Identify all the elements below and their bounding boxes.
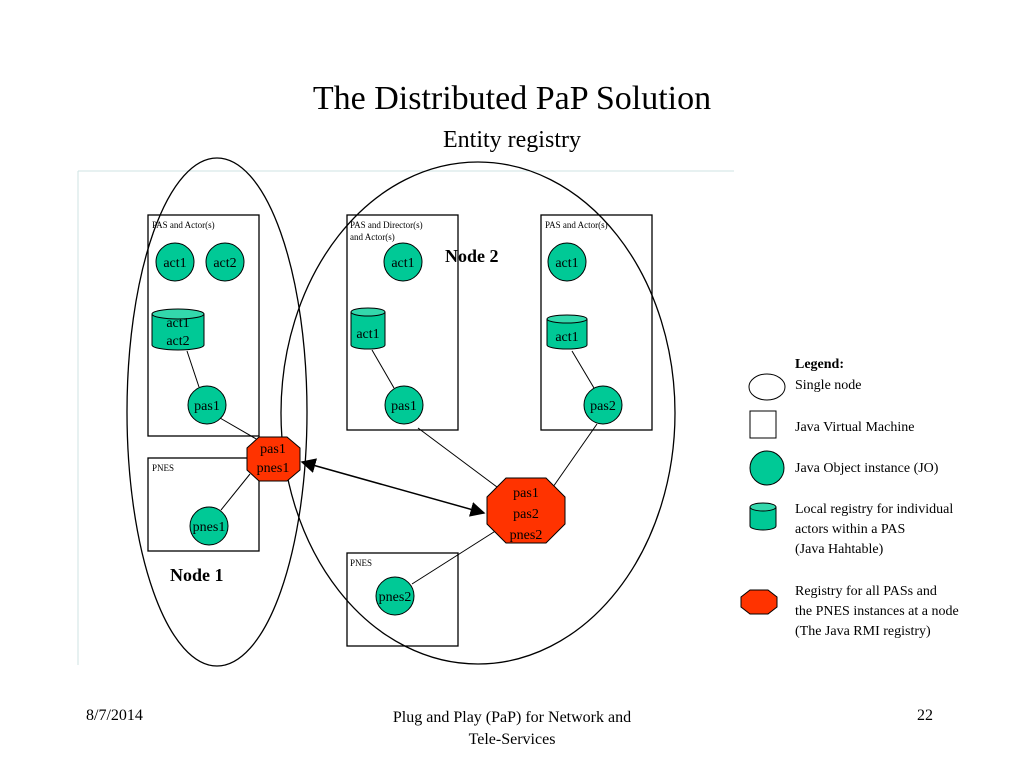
registry-communication-arrow [300,458,486,517]
local-registry-box1 [151,308,205,351]
pnes2-object [375,576,415,616]
legend-jvm: Java Virtual Machine [795,420,915,435]
jvm-box-pas2 [540,214,653,431]
link-pas2-rmi2 [552,423,598,488]
rmi-registry-node2 [486,477,566,544]
legend-local-registry: Local registry for individual actors wit… [795,502,954,557]
link-pas1-rmi1 [219,417,259,441]
box1-header: PAS and Actor(s) [152,220,215,230]
registry2-label: act1 [356,327,379,342]
box2-header-line1: PAS and Director(s) [350,220,423,230]
box3-header: PAS and Actor(s) [545,220,608,230]
act1-label-box3: act1 [555,256,578,271]
pnes1-box-header: PNES [152,463,174,473]
act1-object-box2 [383,242,423,282]
pas1-object-node1 [187,385,227,425]
node1-ellipse [126,157,308,667]
slide-subtitle: Entity registry [443,127,581,153]
legend-node-symbol [748,373,786,401]
jvm-box-pas1-node2 [346,214,459,431]
legend-jo-symbol [749,450,785,486]
act2-label: act2 [213,256,236,271]
legend-rmi-registry: Registry for all PASs and the PNES insta… [795,584,959,639]
legend-rmi-registry-symbol [740,589,778,615]
registry1-line2: act2 [166,334,189,349]
footer-date: 8/7/2014 [86,707,143,724]
node1-label: Node 1 [170,565,224,585]
local-registry-box3 [546,314,588,350]
registry1-line1: act1 [166,316,189,331]
jvm-box-pnes1 [147,457,260,552]
slide-title: The Distributed PaP Solution [312,80,712,117]
act1-label-box2: act1 [391,256,414,271]
rmi2-line1: pas1 [513,486,539,501]
registry3-label: act1 [555,330,578,345]
rmi2-line2: pas2 [513,507,539,522]
act2-object [205,242,245,282]
link-pnes2-rmi2 [411,529,498,585]
legend-title: Legend: [795,357,844,372]
pas1-label-node1: pas1 [194,399,220,414]
legend-jvm-symbol [749,410,777,439]
act1-object-box3 [547,242,587,282]
pnes1-object [189,506,229,546]
jvm-box-pnes2 [346,552,459,647]
link-registry1-pas1 [186,350,200,388]
pas1-label-node2: pas1 [391,399,417,414]
link-pas1-rmi2 [417,427,498,488]
node2-ellipse [280,161,676,665]
pas2-label: pas2 [590,399,616,414]
rmi2-line3: pnes2 [510,528,543,543]
page-number: 22 [917,707,933,724]
legend-local-registry-symbol [749,502,777,531]
link-pnes1-rmi1 [220,473,251,511]
rmi-registry-node1 [246,436,301,482]
link-registry2-pas1 [371,349,395,389]
pas1-object-node2 [384,385,424,425]
pnes2-label: pnes2 [379,590,412,605]
pas2-object [583,385,623,425]
rmi1-line2: pnes1 [257,461,290,476]
footer-title: Plug and Play (PaP) for Network and Tele… [392,709,632,748]
act1-label: act1 [163,256,186,271]
pnes2-box-header: PNES [350,558,372,568]
act1-object [155,242,195,282]
link-registry3-pas2 [571,350,595,389]
rmi1-line1: pas1 [260,442,286,457]
legend-single-node: Single node [795,378,862,393]
pnes1-label: pnes1 [193,520,226,535]
node2-label: Node 2 [445,246,499,266]
box2-header-line2: and Actor(s) [350,232,395,242]
local-registry-box2 [350,307,386,350]
jvm-box-pas1-node1 [147,214,260,437]
legend-jo: Java Object instance (JO) [795,461,939,476]
